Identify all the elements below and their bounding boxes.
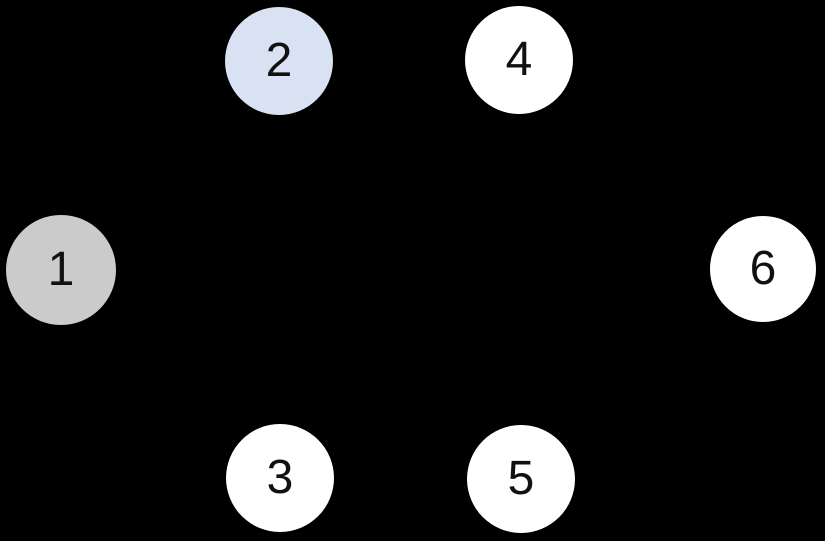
node-4-label: 4 [505,33,533,86]
node-3-label: 3 [266,451,294,504]
node-6-label: 6 [749,242,777,295]
node-2-label: 2 [265,34,293,87]
node-6: 6 [710,216,816,322]
node-4: 4 [465,6,573,114]
node-5-label: 5 [507,452,535,505]
node-1: 1 [6,215,116,325]
node-2: 2 [225,7,333,115]
node-3: 3 [226,424,334,532]
node-1-label: 1 [47,243,75,296]
node-5: 5 [467,425,575,533]
